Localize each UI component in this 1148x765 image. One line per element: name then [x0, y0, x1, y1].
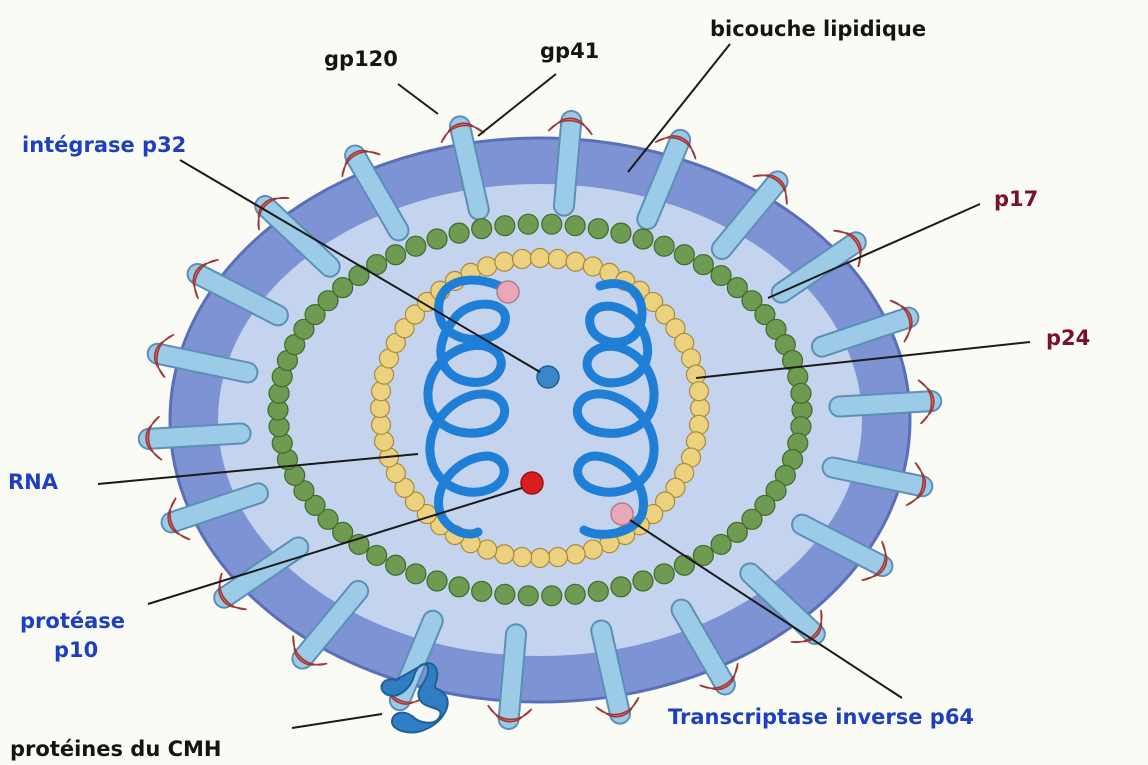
p17-bead	[791, 383, 811, 403]
label-reverse-transcriptase: Transcriptase inverse p64	[668, 705, 974, 729]
p24-bead	[375, 432, 394, 451]
protease-dot	[521, 472, 543, 494]
p24-bead	[513, 249, 532, 268]
p17-bead	[518, 586, 538, 606]
leader-gp120	[398, 84, 438, 114]
label-gp41: gp41	[540, 39, 599, 63]
p17-bead	[565, 584, 585, 604]
p24-bead	[691, 399, 710, 418]
p17-bead	[542, 214, 562, 234]
p24-bead	[689, 382, 708, 401]
leader-gp41	[478, 74, 556, 136]
p17-bead	[588, 219, 608, 239]
p17-bead	[495, 584, 515, 604]
p24-bead	[583, 540, 602, 559]
p24-bead	[478, 257, 497, 276]
label-integrase: intégrase p32	[22, 133, 186, 157]
label-protease-line1: protéase	[20, 609, 125, 633]
p17-bead	[427, 229, 447, 249]
p17-bead	[588, 581, 608, 601]
leader-mhc	[292, 714, 382, 728]
p24-bead	[531, 549, 550, 568]
p17-bead	[711, 534, 731, 554]
p17-bead	[367, 545, 387, 565]
p24-bead	[513, 548, 532, 567]
p24-bead	[686, 365, 705, 384]
gp41-stem-fill	[839, 401, 931, 406]
label-lipid-bilayer: bicouche lipidique	[710, 17, 926, 41]
gp41-stem-fill	[149, 433, 241, 438]
p17-bead	[427, 571, 447, 591]
p24-bead	[371, 399, 390, 418]
p24-bead	[372, 415, 391, 434]
p17-bead	[472, 581, 492, 601]
label-mhc-proteins: protéines du CMH	[10, 737, 221, 761]
p24-bead	[531, 249, 550, 268]
rt-dot-top	[497, 281, 519, 303]
label-p24: p24	[1046, 326, 1090, 350]
p24-bead	[495, 252, 514, 271]
p17-bead	[406, 236, 426, 256]
p17-bead	[611, 223, 631, 243]
p17-bead	[611, 577, 631, 597]
p24-bead	[548, 548, 567, 567]
p17-bead	[386, 555, 406, 575]
p17-bead	[472, 219, 492, 239]
label-gp120: gp120	[324, 47, 398, 71]
p24-bead	[548, 249, 567, 268]
label-rna: RNA	[8, 470, 59, 494]
p17-bead	[406, 564, 426, 584]
label-p17: p17	[994, 187, 1038, 211]
p17-bead	[386, 245, 406, 265]
p17-bead	[674, 555, 694, 575]
p24-bead	[495, 545, 514, 564]
p17-bead	[674, 245, 694, 265]
p17-bead	[654, 236, 674, 256]
reverse-transcriptase-dot	[611, 503, 633, 525]
p17-bead	[633, 571, 653, 591]
p17-bead	[449, 223, 469, 243]
p17-bead	[565, 216, 585, 236]
integrase-dot	[537, 366, 559, 388]
p24-bead	[689, 415, 708, 434]
p17-bead	[633, 229, 653, 249]
p24-bead	[566, 252, 585, 271]
p17-bead	[693, 255, 713, 275]
p17-bead	[449, 577, 469, 597]
gp41-stem-fill	[509, 634, 516, 719]
p24-bead	[566, 545, 585, 564]
gp41-stem-fill	[564, 121, 571, 206]
label-protease-line2: p10	[54, 638, 98, 662]
p17-bead	[654, 564, 674, 584]
p24-bead	[372, 382, 391, 401]
p17-bead	[495, 216, 515, 236]
p17-bead	[518, 214, 538, 234]
p17-bead	[542, 586, 562, 606]
